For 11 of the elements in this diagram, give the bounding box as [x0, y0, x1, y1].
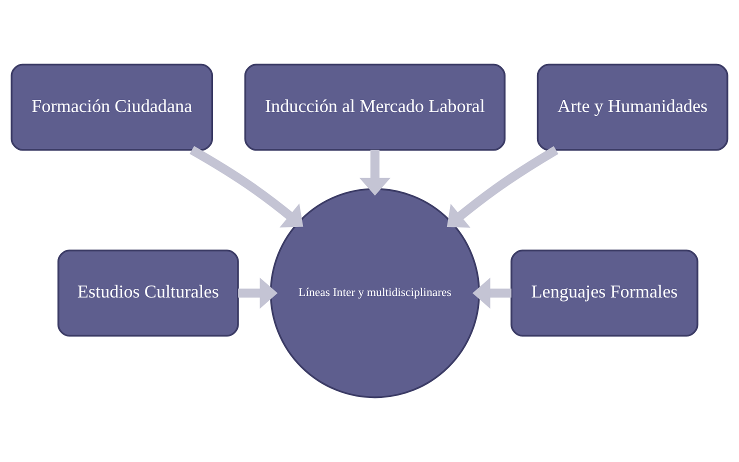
- node-box: Lenguajes Formales: [510, 250, 698, 337]
- node-box: Inducción al Mercado Laboral: [244, 64, 506, 151]
- arrow: [190, 146, 304, 228]
- arrow: [238, 278, 278, 309]
- arrow: [446, 146, 558, 228]
- node-box: Arte y Humanidades: [536, 64, 728, 151]
- arrow: [359, 150, 390, 196]
- arrow: [472, 278, 512, 309]
- node-box: Estudios Culturales: [57, 250, 239, 337]
- node-box: Formación Ciudadana: [10, 64, 214, 151]
- node-circle: Líneas Inter y multidisciplinares: [270, 188, 480, 398]
